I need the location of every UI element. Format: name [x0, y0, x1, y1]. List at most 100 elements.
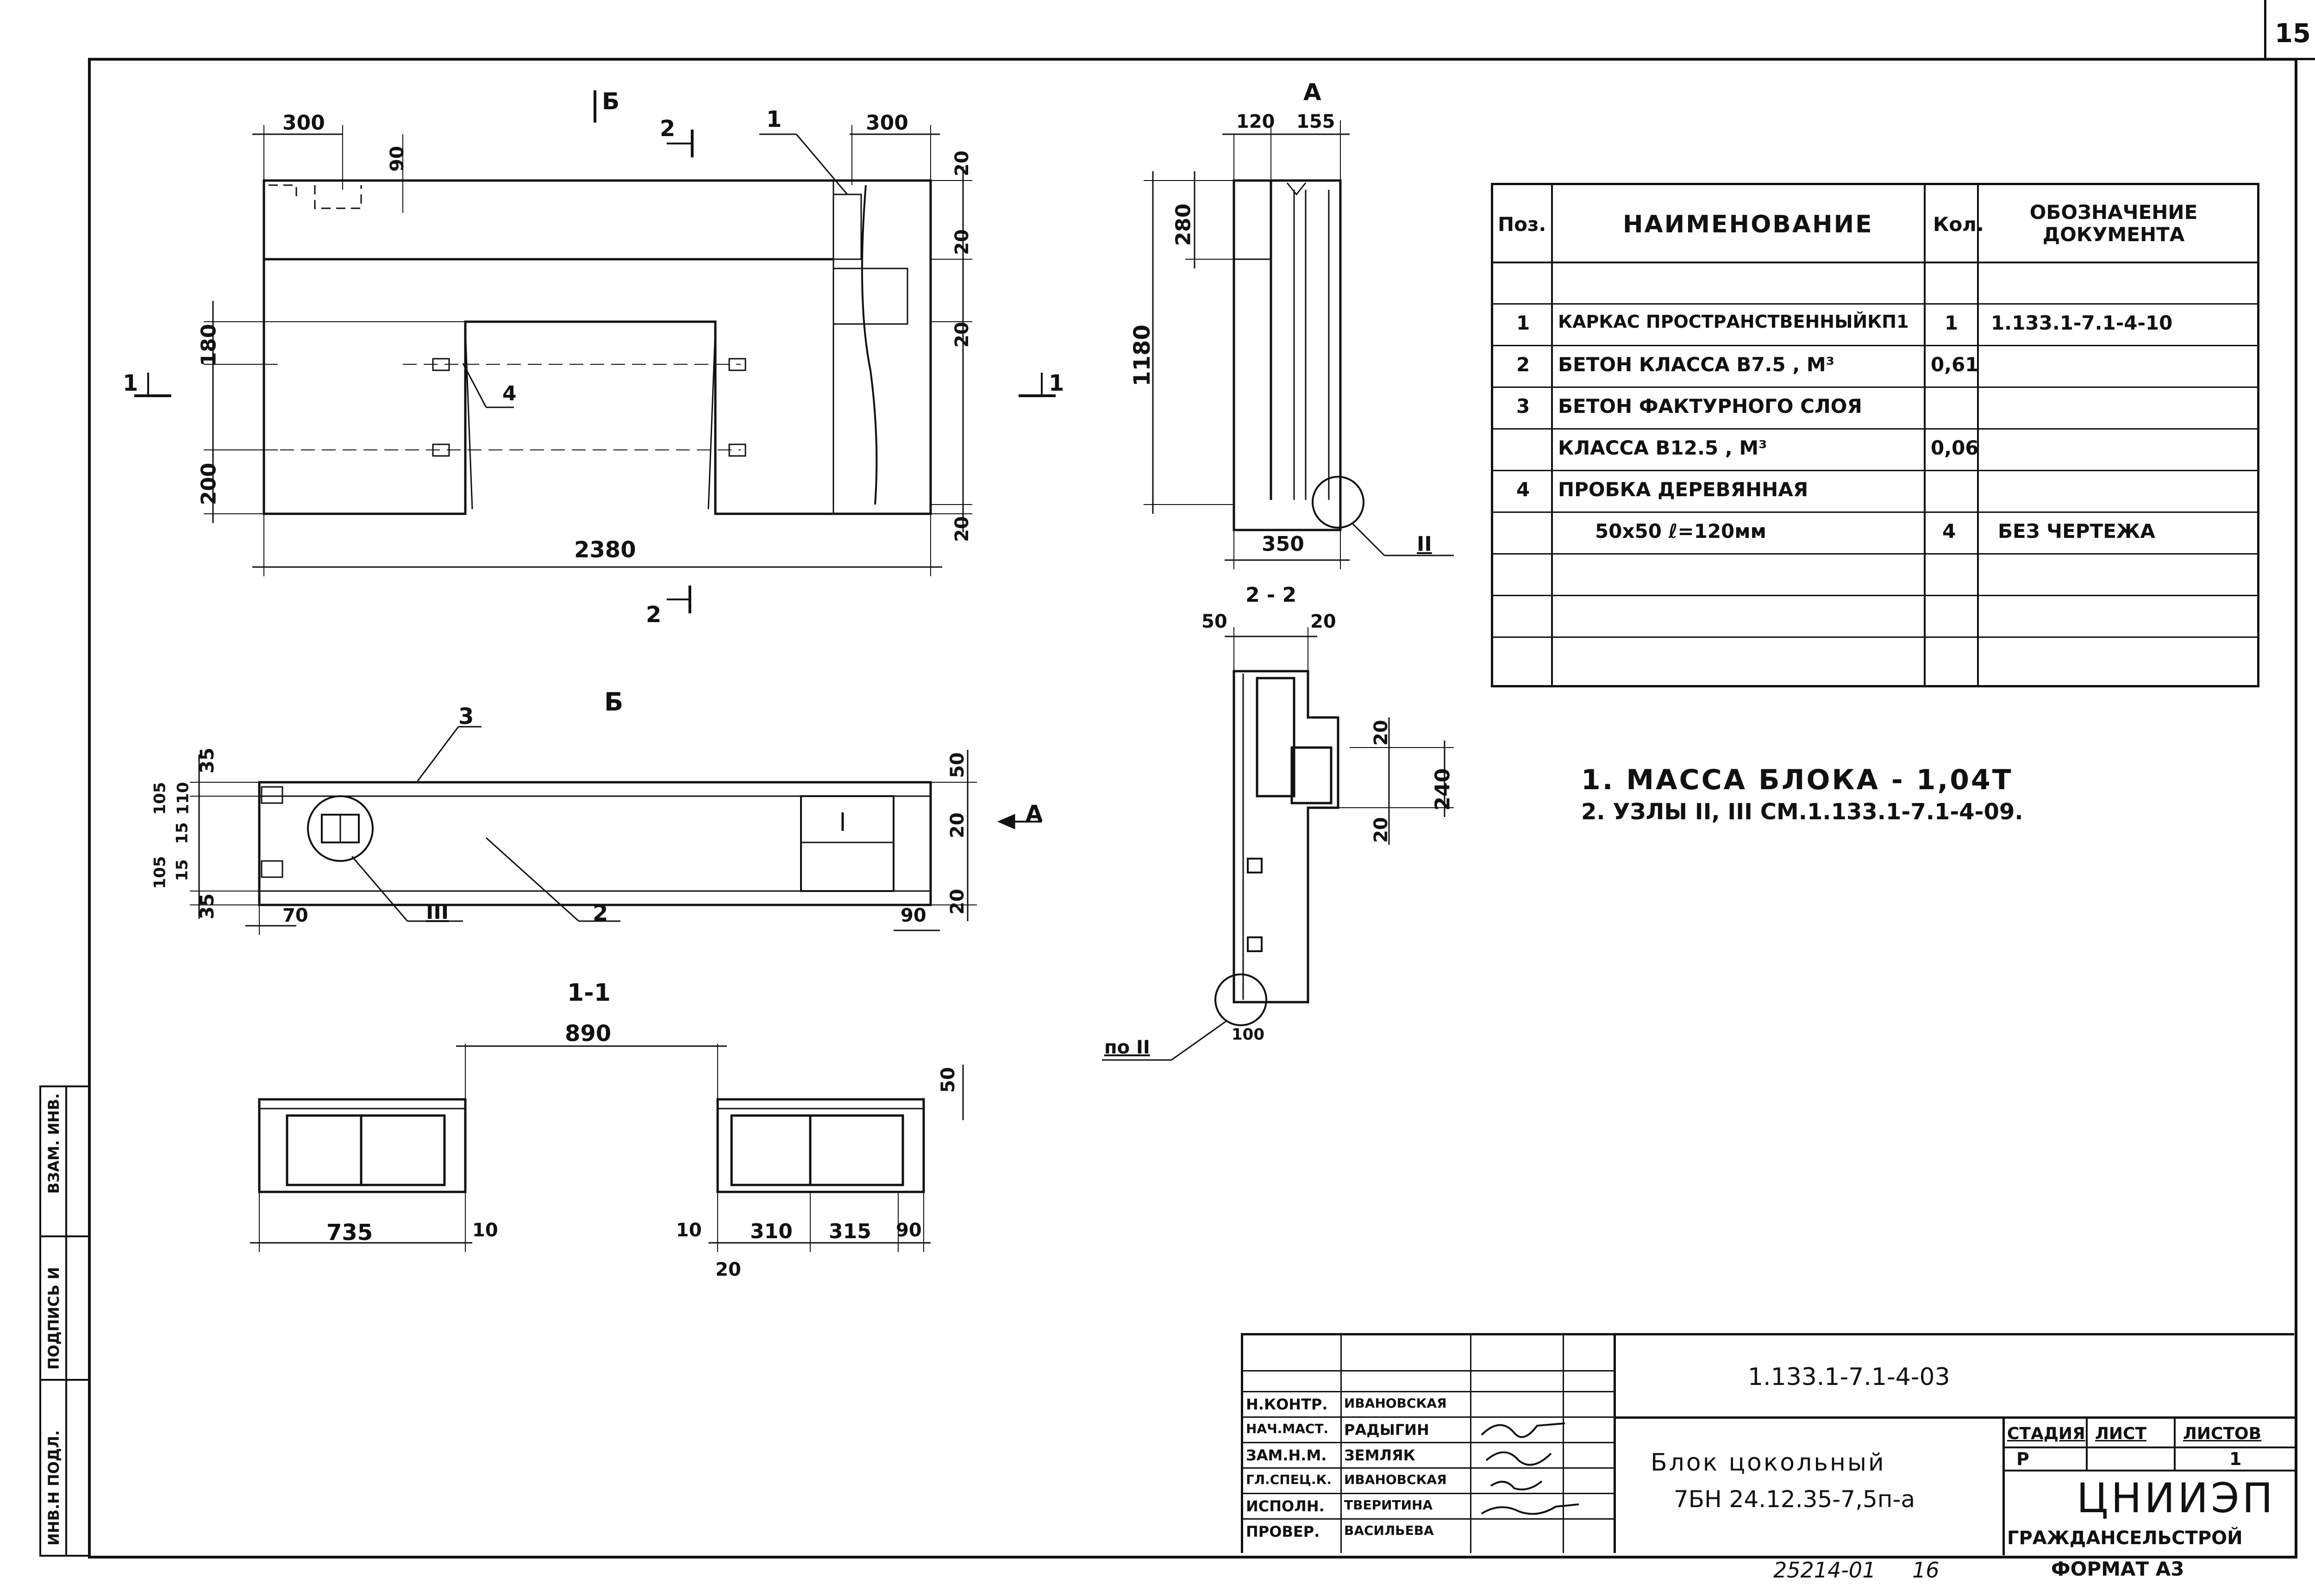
- format-label: ФОРМАТ А3: [2051, 1558, 2184, 1580]
- dim-11-735: 735: [326, 1220, 373, 1246]
- view-a-label: А: [1303, 79, 1321, 106]
- section-11-label: 1-1: [567, 979, 611, 1007]
- dim-a-155: 155: [1296, 111, 1335, 132]
- dim-22-240: 240: [1431, 768, 1455, 811]
- spec-table: Поз. Наименование Кол. Обозначение докум…: [1491, 183, 2259, 687]
- frame-stamp-sheet: 16: [1912, 1558, 1940, 1583]
- tb-person-1: Н.контр. Ивановская: [1246, 1396, 1447, 1413]
- dim-b-110: 110: [174, 782, 193, 815]
- dim-b-105-a: 105: [150, 782, 169, 815]
- tb-stage-value: Р: [2016, 1449, 2029, 1469]
- dim-plan-300-left: 300: [282, 111, 325, 135]
- dim-plan-300-right: 300: [866, 111, 908, 135]
- callout-4: 4: [502, 382, 517, 405]
- frame-stamp: 25214-01: [1773, 1558, 1876, 1583]
- callout-2: 2: [593, 900, 608, 926]
- dim-a-1180: 1180: [1129, 324, 1155, 387]
- dim-plan-2380: 2380: [574, 537, 636, 563]
- spec-row-1: 1 Каркас пространственныйКП1 1 1.133.1-7…: [1516, 312, 2173, 334]
- dim-a-350: 350: [1262, 532, 1304, 556]
- tb-doc-code: 1.133.1-7.1-4-03: [1748, 1363, 1950, 1391]
- drawing-frame: [88, 58, 2297, 1559]
- section-1-1: [250, 1044, 964, 1252]
- section-mark-1-right: 1: [1049, 370, 1064, 396]
- spec-row-2: 2 Бетон класса В7.5 , м³ 0,61: [1516, 353, 1979, 376]
- note-1: 1. Масса блока - 1,04т: [1581, 764, 2013, 796]
- dim-b-15-b: 15: [173, 859, 192, 881]
- tb-sheets-header: Листов: [2183, 1424, 2262, 1443]
- dim-plan-20-d: 20: [951, 516, 973, 542]
- dim-a-120: 120: [1236, 111, 1275, 132]
- node-iii: III: [426, 900, 449, 924]
- dim-b-70: 70: [282, 905, 308, 926]
- dim-22-20-low: 20: [1370, 817, 1392, 843]
- view-b-label: Б: [604, 687, 624, 717]
- title-block: Н.контр. Ивановская Нач.маст. Радыгин За…: [1241, 1333, 2296, 1555]
- dim-plan-20-c: 20: [951, 322, 973, 348]
- dim-11-50: 50: [937, 1067, 959, 1093]
- tb-stage-header: Стадия: [2007, 1424, 2085, 1443]
- dim-b-15-a: 15: [173, 822, 192, 844]
- dim-22-100: 100: [1232, 1025, 1264, 1044]
- spec-row-3: 3 Бетон фактурного слоя: [1516, 395, 1862, 418]
- dim-11-890: 890: [565, 1021, 612, 1047]
- section-2-2: [1102, 627, 1454, 1061]
- plan-view: [134, 90, 1056, 613]
- dim-22-20-top: 20: [1310, 611, 1336, 632]
- tb-person-4: Гл.спец.к. Ивановская: [1246, 1472, 1447, 1487]
- dim-11-90: 90: [896, 1220, 922, 1241]
- notes: 1. Масса блока - 1,04т 2. Узлы II, III с…: [1581, 764, 2023, 825]
- tb-title-2: 7БН 24.12.35-7,5п-а: [1674, 1486, 1915, 1513]
- section-mark-b: Б: [602, 88, 620, 115]
- section-mark-2-bottom: 2: [646, 602, 662, 628]
- section-22-label: 2 - 2: [1245, 583, 1297, 607]
- tb-title-1: Блок цокольный: [1651, 1449, 1886, 1477]
- dim-11-10-a: 10: [472, 1220, 498, 1241]
- tb-sheet-header: Лист: [2095, 1424, 2147, 1443]
- dim-b-50: 50: [946, 752, 968, 778]
- dim-11-315: 315: [829, 1220, 871, 1243]
- dim-b-35-bottom: 35: [196, 893, 218, 919]
- dim-a-280: 280: [1171, 203, 1195, 246]
- spec-header: Поз. Наименование Кол. Обозначение докум…: [1493, 185, 2257, 263]
- callout-1: 1: [766, 106, 782, 132]
- tb-org-name: ЦНИИЭП: [2077, 1474, 2276, 1522]
- signatures: [1481, 1422, 1579, 1515]
- dim-11-10-b: 10: [676, 1220, 702, 1241]
- spec-header-qty: Кол.: [1933, 213, 1984, 236]
- spec-row-4b: 50х50 ℓ=120мм 4 Без чертежа: [1595, 520, 2155, 542]
- view-a: [1144, 120, 1454, 569]
- tb-person-6: Провер. Васильева: [1246, 1523, 1434, 1540]
- dim-22-20-mid: 20: [1370, 720, 1392, 746]
- plan-outline: [263, 179, 932, 515]
- dim-plan-180: 180: [197, 324, 221, 367]
- dim-b-20-a: 20: [946, 812, 968, 838]
- tb-person-3: Зам.н.м. Земляк: [1246, 1446, 1415, 1464]
- note-2: 2. Узлы II, III см.1.133.1-7.1-4-09.: [1581, 799, 2023, 825]
- dim-b-105-b: 105: [150, 856, 169, 889]
- node-ii-22: по II: [1104, 1037, 1150, 1058]
- dim-plan-200: 200: [197, 462, 221, 505]
- view-b: [190, 726, 1042, 935]
- section-mark-1-left: 1: [123, 370, 138, 396]
- spec-row-3b: класса В12.5 , м³ 0,06: [1558, 436, 1979, 459]
- tb-sheets-value: 1: [2229, 1449, 2242, 1469]
- spec-header-name: Наименование: [1623, 211, 1873, 238]
- section-mark-2-top: 2: [660, 116, 676, 142]
- dim-plan-90: 90: [386, 146, 408, 172]
- dim-22-50: 50: [1201, 611, 1227, 632]
- node-ii-a: II: [1417, 532, 1432, 556]
- dim-plan-20-b: 20: [951, 229, 973, 255]
- tb-person-5: Исполн. Тверитина: [1246, 1497, 1433, 1515]
- spec-header-pos: Поз.: [1498, 213, 1546, 236]
- dim-11-310: 310: [750, 1220, 793, 1243]
- dim-plan-20-a: 20: [951, 150, 973, 176]
- spec-header-doc: Обозначение документа: [2029, 201, 2198, 246]
- tb-org-sub: граждансельстрой: [2007, 1527, 2243, 1549]
- dim-b-20-b: 20: [946, 889, 968, 915]
- dim-b-35-top: 35: [196, 748, 218, 773]
- left-margin-strip: ИНВ.Н ПОДЛ. ПОДПИСЬ И ВЗАМ. ИНВ.: [39, 1085, 90, 1557]
- arrow-a-label: А: [1026, 801, 1043, 827]
- callout-3: 3: [458, 704, 474, 729]
